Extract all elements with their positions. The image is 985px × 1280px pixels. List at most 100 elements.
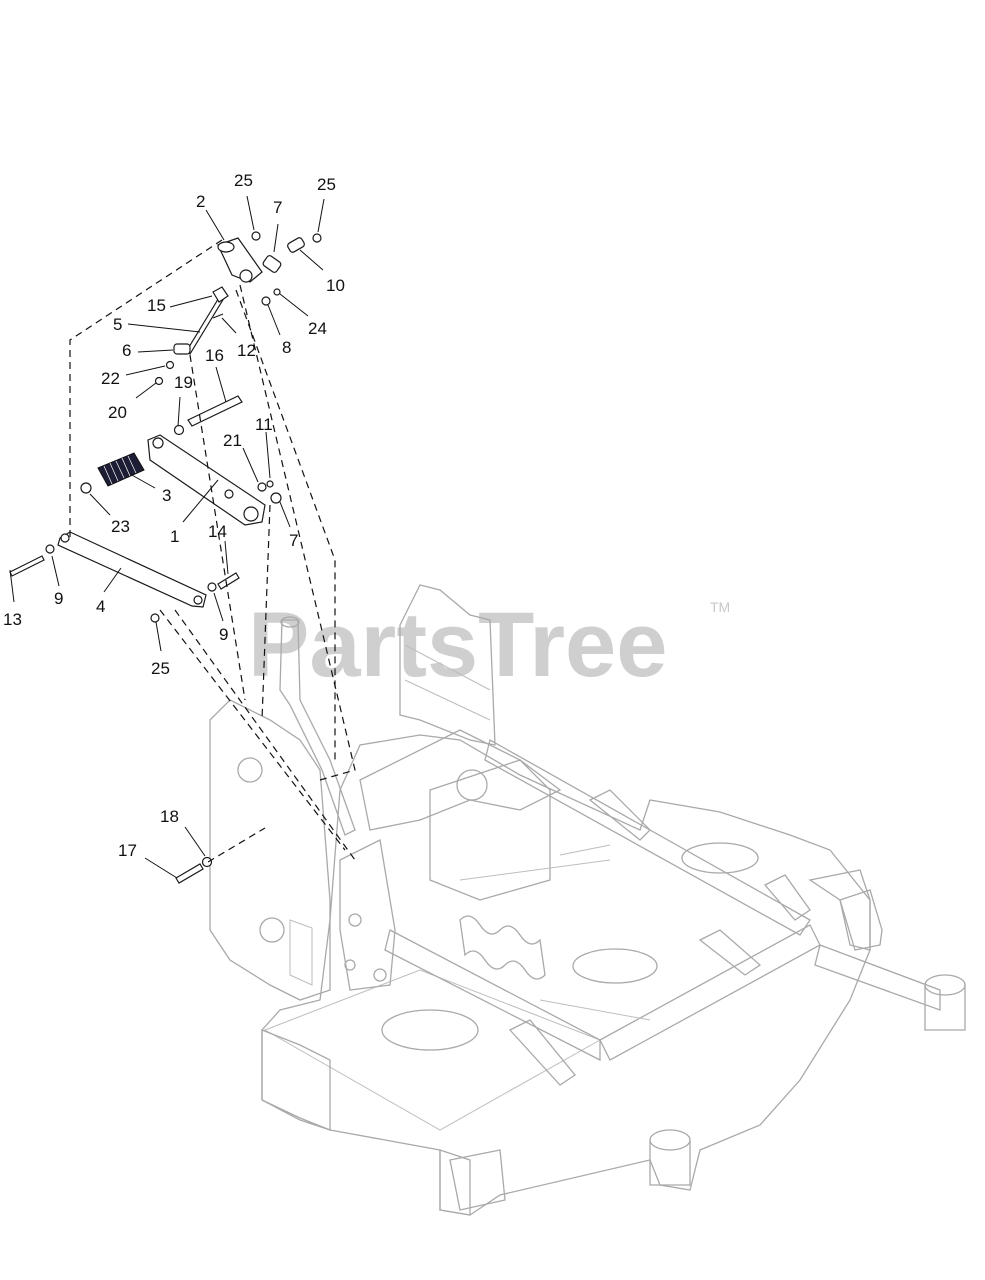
deck-outline	[261, 734, 871, 1216]
part-19-washer	[173, 424, 185, 436]
part-7-bushing-upper	[262, 255, 282, 273]
lift-arm-front	[508, 1019, 576, 1086]
rod-1	[459, 859, 611, 881]
rod-3	[559, 844, 611, 856]
part-17-bolt	[175, 863, 204, 884]
cross-member	[599, 924, 821, 1061]
left-side-plate	[209, 699, 331, 1001]
dash-3	[235, 289, 336, 760]
dash-2	[239, 284, 356, 781]
watermark: PartsTree TM	[248, 594, 730, 696]
callout-6: 6	[122, 341, 131, 360]
callouts: 2 25 7 25 10 15 5 12 8 24 6 16 22 19 20 …	[3, 171, 345, 860]
part-16-shaft	[187, 395, 243, 427]
callout-12: 12	[237, 341, 256, 360]
part-4-hole-right	[193, 595, 203, 605]
part-2-hole	[239, 269, 253, 283]
front-left-bracket	[449, 1149, 506, 1211]
callout-17: 17	[118, 841, 137, 860]
side-plate-hole-2	[259, 917, 285, 943]
part-22-washer	[165, 360, 175, 370]
exploded-parts	[9, 231, 322, 884]
part-25-clip-right	[312, 233, 322, 243]
mower-frame	[209, 584, 966, 1216]
caster-right-top	[924, 974, 966, 996]
side-rail-right	[484, 739, 811, 936]
deck-skirt-right	[808, 869, 871, 951]
callout-7: 7	[273, 198, 282, 217]
side-rail-left	[384, 929, 601, 1062]
part-1-top-hole	[152, 437, 164, 449]
part-2-boss	[217, 241, 235, 253]
callout-22: 22	[101, 369, 120, 388]
pivot-bolt-3	[344, 959, 356, 971]
center-box-hole	[456, 769, 488, 801]
part-15-clevis	[212, 286, 229, 303]
callout-10: 10	[326, 276, 345, 295]
dash-6	[159, 609, 346, 851]
upper-bracket	[399, 584, 496, 746]
callout-9: 9	[54, 589, 63, 608]
part-1-arm	[147, 434, 266, 526]
part-4-hole-left	[60, 533, 70, 543]
callout-11: 11	[255, 415, 273, 434]
callout-5: 5	[113, 315, 122, 334]
callout-24: 24	[308, 319, 327, 338]
callout-23: 23	[111, 517, 130, 536]
callout-14: 14	[208, 522, 227, 541]
rod-2	[539, 999, 651, 1021]
front-axle	[814, 944, 941, 1011]
part-20-nut	[154, 376, 164, 386]
part-21-washer	[257, 482, 267, 492]
rear-right-bracket	[839, 889, 883, 951]
dash-1	[69, 239, 223, 540]
dash-4	[189, 354, 246, 701]
control-arm-cap	[280, 616, 300, 628]
watermark-tm: TM	[710, 599, 730, 615]
part-6-rod-end	[173, 343, 191, 355]
part-1-bottom-hole	[243, 506, 259, 522]
deck-hole-center	[572, 948, 658, 984]
lift-arm-rear	[588, 789, 651, 841]
deck-skirt-front	[439, 1149, 471, 1216]
callout-20: 20	[108, 403, 127, 422]
part-23-nut	[80, 482, 92, 494]
part-18-washer	[201, 856, 213, 868]
part-7-bushing-lower	[270, 492, 282, 504]
part-11-spacer	[266, 480, 274, 488]
caster-left-top	[649, 1129, 691, 1151]
part-10-bushing	[287, 237, 305, 253]
caster-left-body	[649, 1140, 691, 1186]
lift-arm-far	[763, 874, 811, 921]
part-3-grip	[97, 452, 145, 487]
part-8-washer	[261, 296, 271, 306]
control-arm	[279, 619, 356, 836]
callout-3: 3	[162, 486, 171, 505]
part-9-washer-left	[45, 544, 55, 554]
center-box	[429, 759, 551, 901]
callout-8: 8	[282, 338, 291, 357]
callout-25: 25	[317, 175, 336, 194]
callout-21: 21	[223, 431, 242, 450]
lift-arm-side	[698, 929, 762, 976]
part-24-nut	[273, 288, 281, 296]
dash-7	[174, 609, 356, 861]
part-13-bolt	[9, 555, 45, 577]
part-12-pin	[212, 313, 224, 319]
callout-1: 1	[170, 527, 179, 546]
top-rail	[359, 729, 562, 831]
deck-hole-left	[381, 1009, 479, 1051]
part-9-washer-right	[207, 582, 217, 592]
watermark-text: PartsTree	[248, 594, 667, 696]
assembly-lines	[69, 239, 356, 863]
pivot-bolt-2	[373, 968, 387, 982]
callout-9: 9	[219, 625, 228, 644]
dash-8	[207, 827, 266, 863]
upper-bracket-inner	[404, 644, 491, 721]
callout-15: 15	[147, 296, 166, 315]
leader-lines	[9, 195, 325, 879]
callout-18: 18	[160, 807, 179, 826]
part-1-mid-hole	[224, 489, 234, 499]
callout-16: 16	[205, 346, 224, 365]
